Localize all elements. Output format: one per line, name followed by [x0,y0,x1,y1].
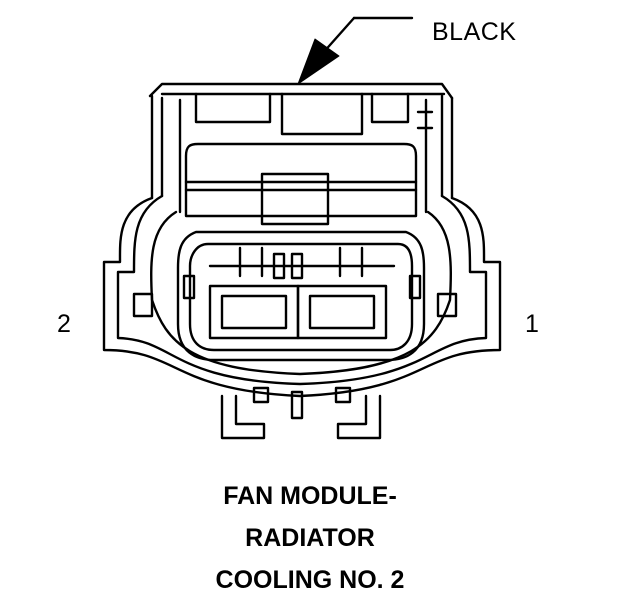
pin-1-label: 1 [525,310,539,338]
terminal-pin-1 [296,284,388,340]
wire-color-label: BLACK [432,18,517,46]
bottom-tabs [220,386,382,440]
caption-line-1: FAN MODULE- [223,482,397,510]
terminal-cavity [176,230,426,362]
caption-line-2: RADIATOR [245,524,375,552]
leader-arrow [297,16,414,85]
terminal-pin-2 [208,284,300,340]
caption-line-3: COOLING NO. 2 [215,566,405,594]
pin-2-label: 2 [57,310,71,338]
connector-housing [102,82,502,398]
